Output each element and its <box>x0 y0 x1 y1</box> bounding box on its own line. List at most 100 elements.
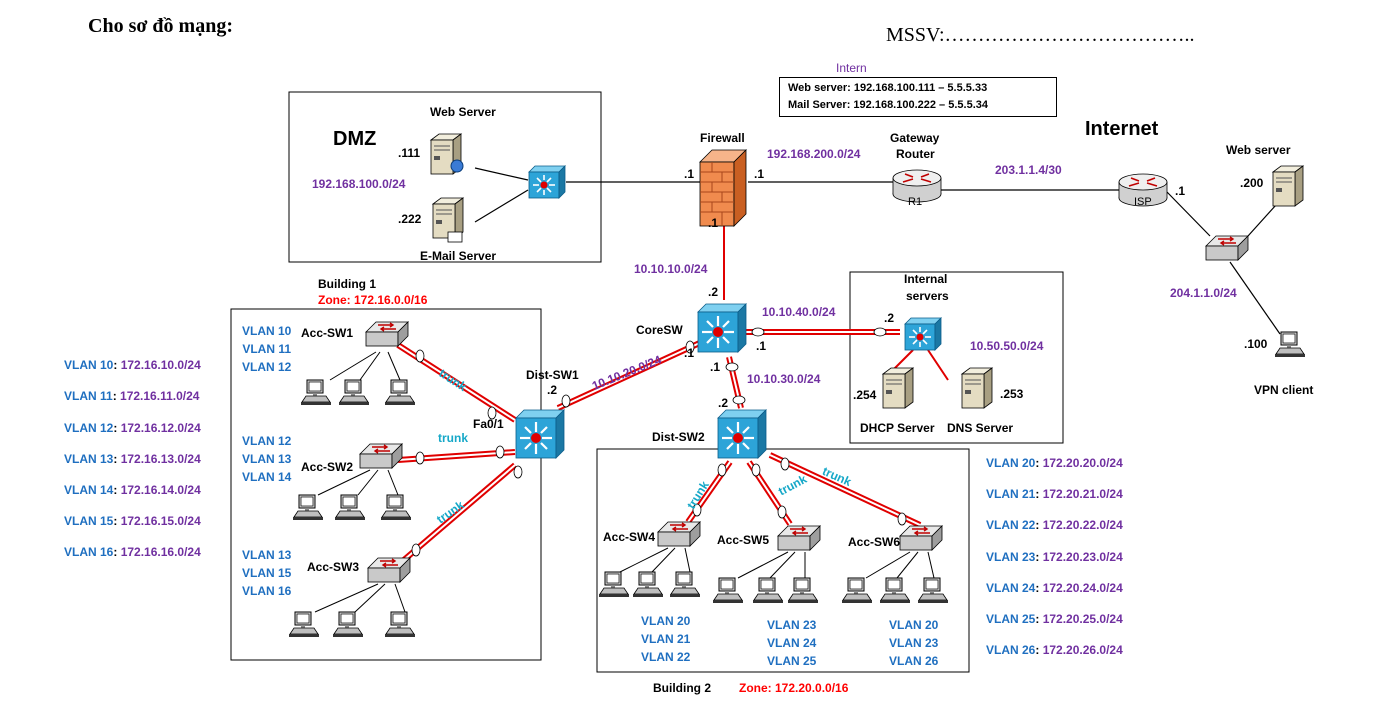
firewall-ip-right: .1 <box>754 167 765 181</box>
nat-web: Web server: 192.168.100.111 – 5.5.5.33 <box>788 82 988 94</box>
isp-ip: .1 <box>1175 184 1186 198</box>
dmz-mail-label: E-Mail Server <box>420 249 497 263</box>
building2-title: Building 2 <box>653 681 711 695</box>
dmz-web-label: Web Server <box>430 105 496 119</box>
firewall-ip-bottom: .1 <box>708 216 719 230</box>
gateway-label: Gateway <box>890 131 940 145</box>
acc-sw6-label: Acc-SW6 <box>848 535 901 549</box>
internet-web-server-icon <box>1272 165 1304 207</box>
dist-sw1-label: Dist-SW1 <box>526 368 579 382</box>
building1-zone: Zone: 172.16.0.0/16 <box>318 293 428 307</box>
dns-ip: .253 <box>1000 387 1024 401</box>
pcs <box>288 379 949 638</box>
internal-title-2: servers <box>906 289 949 303</box>
building2-box <box>596 448 970 673</box>
dist-sw2-icon <box>716 408 768 460</box>
vpn-label: VPN client <box>1254 383 1314 397</box>
nat-table: Web server: 192.168.100.111 – 5.5.5.33 M… <box>779 77 1057 117</box>
black-links <box>474 167 1281 335</box>
nat-mail: Mail Server: 192.168.100.222 – 5.5.5.34 <box>788 99 988 111</box>
dist-sw1-icon <box>514 408 566 460</box>
building1-title: Building 1 <box>318 277 376 291</box>
acc-sw4-label: Acc-SW4 <box>603 530 656 544</box>
internet-web-label: Web server <box>1226 143 1291 157</box>
vlan-left-1: VLAN 11: 172.16.11.0/24 <box>64 389 200 403</box>
vlan-right-0: VLAN 20: 172.20.20.0/24 <box>986 456 1123 470</box>
acc-sw2-label: Acc-SW2 <box>301 460 354 474</box>
vlan-left-4: VLAN 14: 172.16.14.0/24 <box>64 483 201 497</box>
internet-switch-icon <box>1205 235 1249 261</box>
building1-box <box>230 308 542 661</box>
internal-switch-ip: .2 <box>884 311 895 325</box>
building2-zone: Zone: 172.20.0.0/16 <box>739 681 849 695</box>
student-id-field: MSSV:……………………………….. <box>886 24 1195 46</box>
acc-sw5-label: Acc-SW5 <box>717 533 770 547</box>
vlan-right-1: VLAN 21: 172.20.21.0/24 <box>986 487 1123 501</box>
acc-sw1-label: Acc-SW1 <box>301 326 354 340</box>
dhcp-ip: .254 <box>853 388 877 402</box>
red-links <box>723 226 949 381</box>
dist-sw2-ip: .2 <box>718 396 729 410</box>
acc-sw2-icon <box>359 443 403 469</box>
core-ip-left: .1 <box>684 346 695 360</box>
vlan-right-5: VLAN 25: 172.20.25.0/24 <box>986 612 1123 626</box>
vpn-client-icon <box>1274 331 1306 358</box>
router-label: Router <box>896 147 935 161</box>
dns-label: DNS Server <box>947 421 1014 435</box>
acc-sw6-icon <box>899 525 943 551</box>
vlan-right-2: VLAN 22: 172.20.22.0/24 <box>986 518 1123 532</box>
envelope-icon <box>447 231 463 243</box>
dmz-web-ip: .111 <box>398 146 421 160</box>
dmz-title: DMZ <box>333 128 377 150</box>
vlan-left-2: VLAN 12: 172.16.12.0/24 <box>64 421 201 435</box>
vlan-right-3: VLAN 23: 172.20.23.0/24 <box>986 550 1123 564</box>
firewall-label: Firewall <box>700 131 745 145</box>
link-markers <box>411 327 907 557</box>
dist-sw1-port: Fa0/1 <box>473 417 504 431</box>
firewall-icon <box>699 149 747 227</box>
dns-server-icon <box>961 367 993 409</box>
vpn-ip: .100 <box>1244 337 1268 351</box>
acc-sw1-icon <box>365 321 409 347</box>
dmz-box <box>288 91 602 263</box>
dist-sw2-label: Dist-SW2 <box>652 430 705 444</box>
core-label: CoreSW <box>636 323 683 337</box>
vlan-left-0: VLAN 10: 172.16.10.0/24 <box>64 358 201 372</box>
dist-sw1-ip: .2 <box>547 383 558 397</box>
internet-title: Internet <box>1085 118 1159 140</box>
dmz-switch-icon <box>528 165 566 199</box>
dhcp-server-icon <box>882 367 914 409</box>
firewall-ip-left: .1 <box>684 167 695 181</box>
acc-sw3-icon <box>367 557 411 583</box>
dhcp-label: DHCP Server <box>860 421 935 435</box>
vlan-right-4: VLAN 24: 172.20.24.0/24 <box>986 581 1123 595</box>
core-switch-icon <box>696 302 748 354</box>
nat-heading: Intern <box>836 61 867 75</box>
internet-web-ip: .200 <box>1240 176 1264 190</box>
core-ip-right: .1 <box>756 339 767 353</box>
vlan-right-6: VLAN 26: 172.20.26.0/24 <box>986 643 1123 657</box>
fw-r1-subnet: 192.168.200.0/24 <box>767 147 861 161</box>
internal-switch-icon <box>904 317 942 351</box>
internal-lan-subnet: 10.50.50.0/24 <box>970 339 1044 353</box>
vlan-left-6: VLAN 16: 172.16.16.0/24 <box>64 545 201 559</box>
globe-icon <box>450 159 464 173</box>
page-title: Cho sơ đồ mạng: <box>88 15 233 37</box>
dmz-mail-ip: .222 <box>398 212 422 226</box>
dmz-subnet: 192.168.100.0/24 <box>312 177 406 191</box>
fw-core-subnet: 10.10.10.0/24 <box>634 262 708 276</box>
acc-sw3-label: Acc-SW3 <box>307 560 360 574</box>
acc-sw5-icon <box>777 525 821 551</box>
trunk-label-2: trunk <box>438 431 468 445</box>
internal-title-1: Internal <box>904 272 948 286</box>
isp-name: ISP <box>1134 196 1152 208</box>
r1-name: R1 <box>908 196 923 208</box>
r1-isp-subnet: 203.1.1.4/30 <box>995 163 1062 177</box>
acc-sw4-icon <box>657 521 701 547</box>
core-int-subnet: 10.10.40.0/24 <box>762 305 836 319</box>
